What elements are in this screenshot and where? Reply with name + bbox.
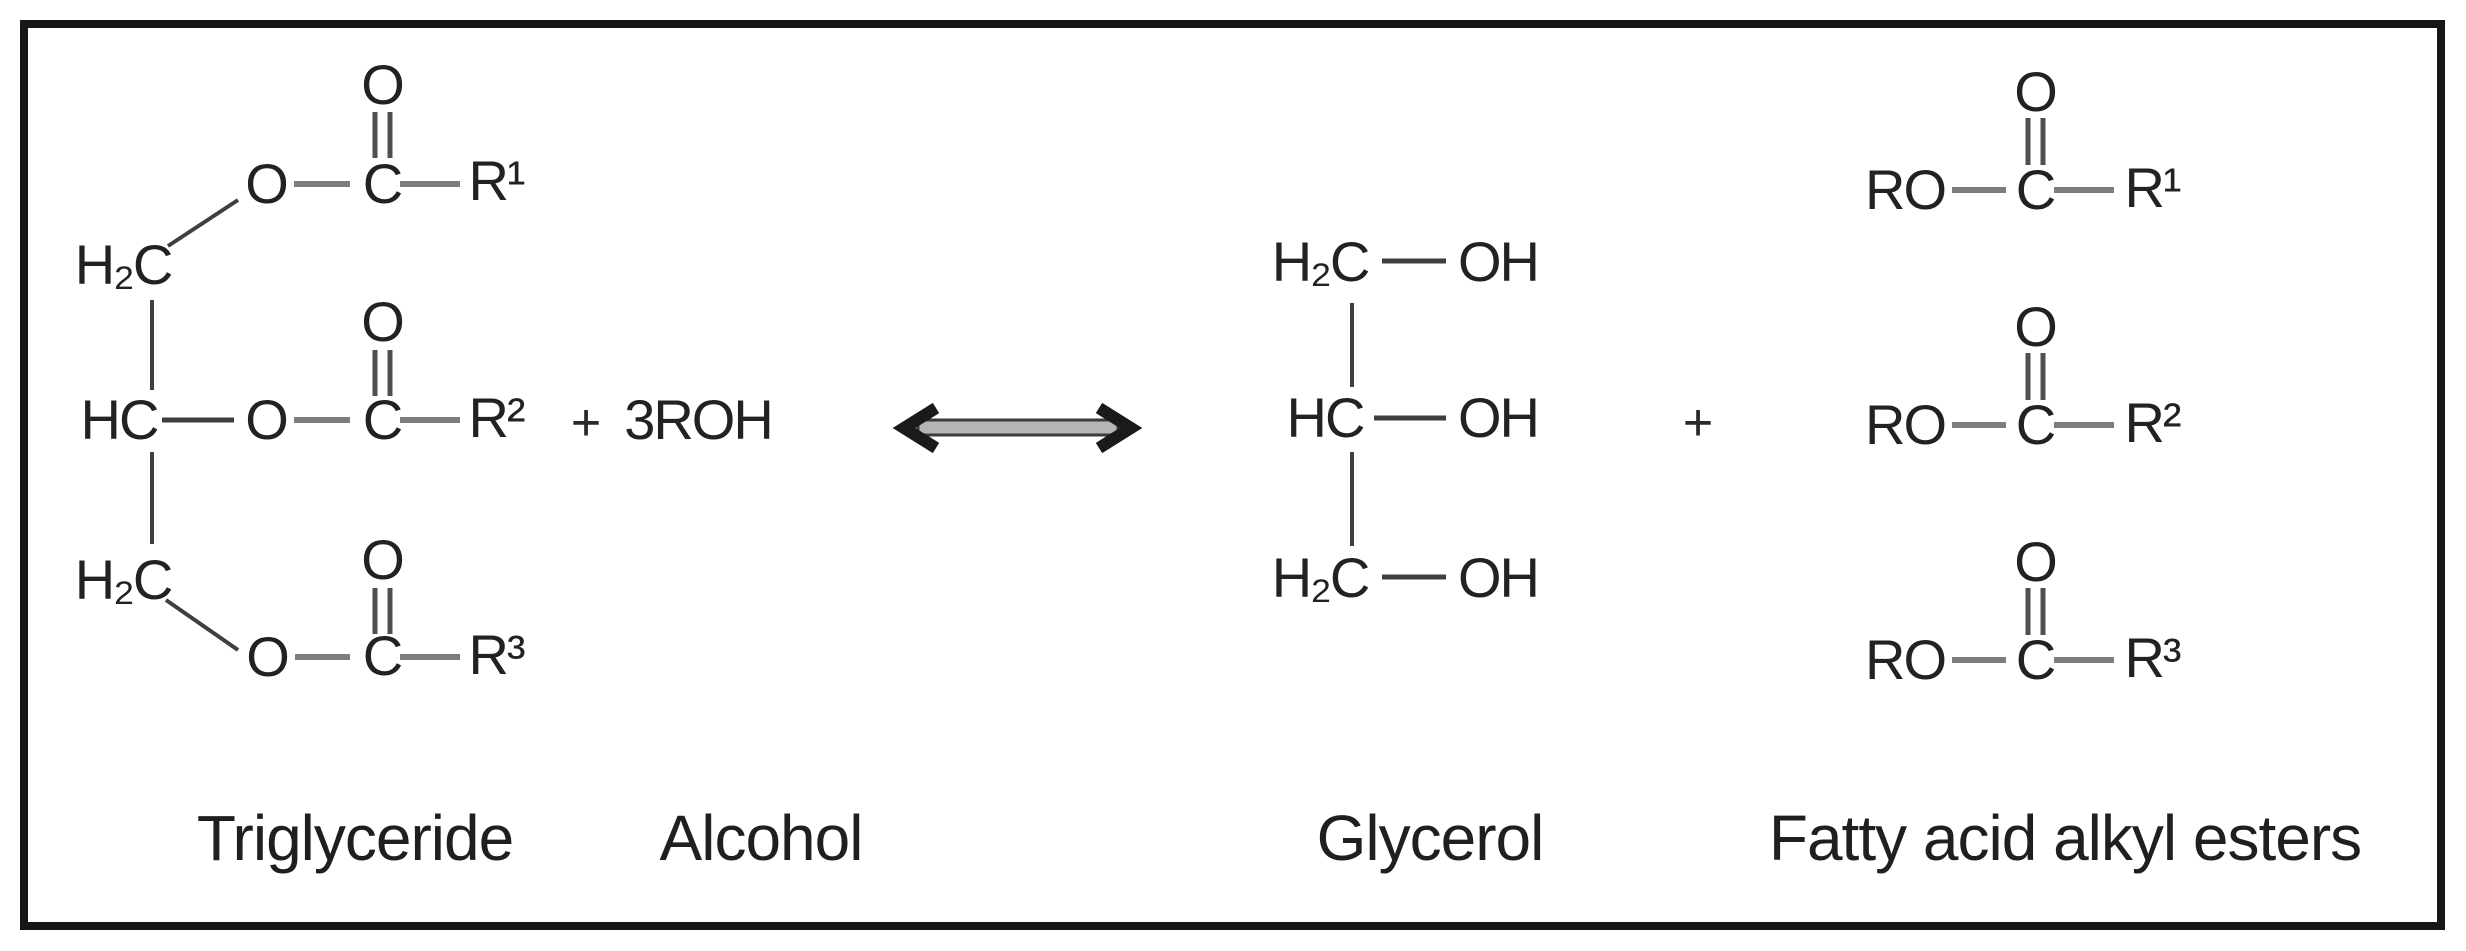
triglyceride-ester3-c: C [362,624,403,687]
arrow-head-left [892,402,940,454]
ester2-ro: RO [1865,393,1947,456]
glycerol-oh-top: OH [1458,230,1540,293]
ester3-ro: RO [1865,628,1947,691]
triglyceride-ester3-r3: R³ [468,623,525,686]
triglyceride-ester3-o: O [246,625,290,688]
triglyceride-ester1-o: O [245,152,289,215]
ester3-r3: R³ [2124,626,2181,689]
arrow-head-right [1095,402,1143,454]
triglyceride-ester1-carbonyl-o: O [361,53,405,116]
ester3-carbonyl-o: O [2014,530,2058,593]
triglyceride-ch2-top: H₂C [74,233,174,296]
glycerol-ch2-top: H₂C [1271,230,1371,293]
triglyceride-ester2-o: O [245,388,289,451]
triglyceride-ester2-r2: R² [468,386,525,449]
ester2-carbonyl-o: O [2014,295,2058,358]
equilibrium-arrow [892,402,1143,454]
label-triglyceride: Triglyceride [196,802,514,874]
glycerol-ch-middle: HC [1286,386,1366,449]
glycerol-oh-middle: OH [1458,386,1540,449]
bond-h2cbot-o3 [164,598,240,652]
ester2-r2: R² [2124,391,2181,454]
label-alcohol: Alcohol [659,802,864,874]
triglyceride-ester3-carbonyl-o: O [361,528,405,591]
bond-h2ctop-o1 [166,198,240,248]
ester2-c: C [2015,393,2056,456]
triglyceride-ch-middle: HC [80,388,160,451]
ester3-c: C [2015,628,2056,691]
ester1-c: C [2015,158,2056,221]
triglyceride-ester1-r1: R¹ [468,149,525,212]
triglyceride-ester2-c: C [362,388,403,451]
ester1-r1: R¹ [2124,156,2181,219]
triglyceride-ch2-bottom: H₂C [74,548,174,611]
ester1-ro: RO [1865,158,1947,221]
glycerol-oh-bottom: OH [1458,546,1540,609]
plus-sign-reactants: + [570,394,602,452]
figure-border [20,20,2445,930]
label-glycerol: Glycerol [1316,802,1545,874]
glycerol-bonds [1350,258,1446,580]
fatty-ester-bonds [1952,118,2114,663]
glycerol-ch2-bottom: H₂C [1271,546,1371,609]
triglyceride-ester1-c: C [362,152,403,215]
triglyceride-bonds [150,112,460,660]
label-fatty-acid-alkyl-esters: Fatty acid alkyl esters [1768,802,2362,874]
alcohol-formula: 3ROH [624,388,774,451]
arrow-shaft [916,418,1120,437]
plus-sign-products: + [1682,394,1714,452]
triglyceride-ester2-carbonyl-o: O [361,290,405,353]
ester1-carbonyl-o: O [2014,60,2058,123]
